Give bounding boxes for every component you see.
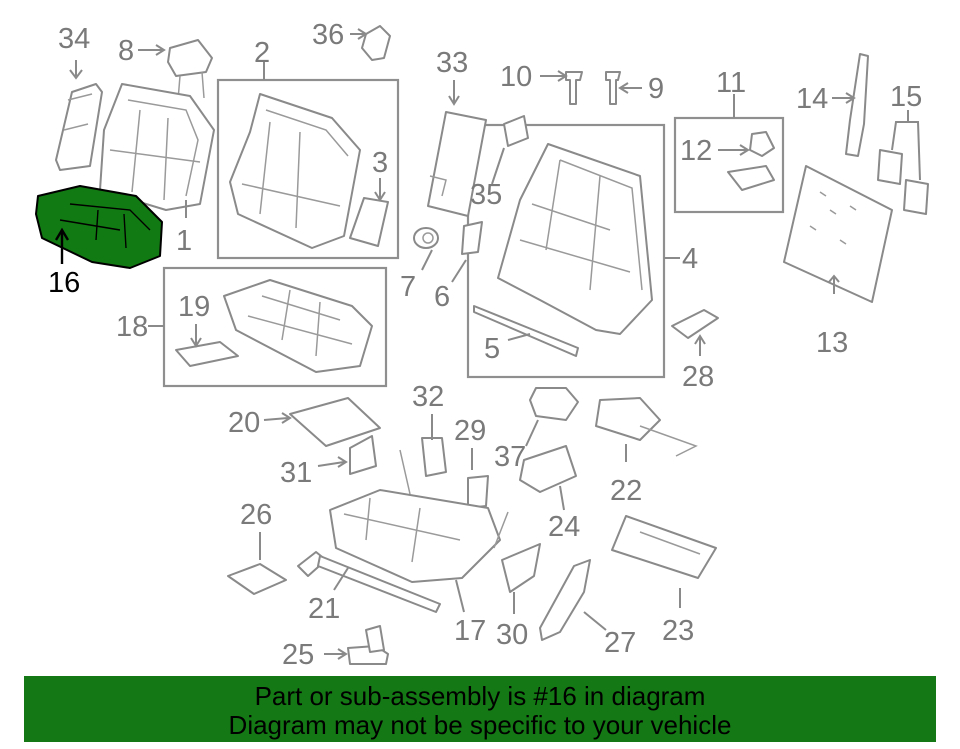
callout-18: 18	[116, 311, 148, 343]
part-2-trim-cover[interactable]	[229, 93, 361, 249]
part-26-bracket[interactable]	[227, 563, 287, 595]
part-20-sheet[interactable]	[289, 397, 381, 447]
callout-13: 13	[816, 327, 848, 359]
callout-5: 5	[484, 333, 500, 365]
callout-14: 14	[796, 83, 828, 115]
part-4-seat-frame[interactable]	[497, 143, 653, 335]
part-29-cap[interactable]	[467, 475, 489, 509]
callout-4: 4	[682, 243, 698, 275]
part-13-back-board[interactable]	[783, 165, 893, 303]
part-22-track[interactable]	[595, 397, 698, 457]
callout-22: 22	[610, 475, 642, 507]
part-25-block[interactable]	[347, 625, 389, 665]
callout-27: 27	[604, 627, 636, 659]
callout-25: 25	[282, 639, 314, 671]
part-17-lower-frame[interactable]	[329, 449, 509, 583]
part-12-bracket[interactable]	[749, 131, 775, 157]
part-37-block[interactable]	[529, 387, 579, 421]
callout-11: 11	[716, 67, 746, 99]
callout-16: 16	[48, 267, 80, 299]
callout-9: 9	[648, 73, 664, 105]
info-banner: Part or sub-assembly is #16 in diagram D…	[24, 676, 936, 742]
leader-lines	[54, 28, 921, 660]
part-28-trim[interactable]	[671, 309, 719, 339]
callout-20: 20	[228, 407, 260, 439]
part-31-bracket[interactable]	[349, 435, 377, 475]
part-7-knob[interactable]	[413, 227, 439, 249]
part-30-trim[interactable]	[501, 543, 541, 593]
part-21-rail[interactable]	[297, 551, 441, 613]
part-5-rod[interactable]	[473, 305, 579, 357]
callout-21: 21	[308, 593, 340, 625]
part-12-pad[interactable]	[727, 165, 775, 191]
callout-34: 34	[58, 23, 90, 55]
callout-6: 6	[434, 281, 450, 313]
callout-36: 36	[312, 19, 344, 51]
callout-10: 10	[500, 61, 532, 93]
part-15-cover-b[interactable]	[903, 179, 929, 215]
callout-8: 8	[118, 35, 134, 67]
part-32-cover[interactable]	[421, 437, 447, 477]
callout-37: 37	[494, 441, 526, 473]
part-34-back-panel[interactable]	[55, 83, 103, 171]
part-33-panel[interactable]	[427, 111, 487, 217]
part-1-seat-back[interactable]	[99, 83, 215, 211]
callout-28: 28	[682, 361, 714, 393]
callout-1: 1	[176, 225, 192, 257]
part-8-headrest[interactable]	[167, 39, 213, 101]
callout-7: 7	[400, 271, 416, 303]
callout-24: 24	[548, 511, 580, 543]
callout-33: 33	[436, 47, 468, 79]
banner-line-2: Diagram may not be specific to your vehi…	[228, 710, 732, 740]
callout-30: 30	[496, 619, 528, 651]
callout-2: 2	[254, 37, 270, 69]
part-9-bolt[interactable]	[605, 71, 621, 105]
callout-29: 29	[454, 415, 486, 447]
banner-line-1: Part or sub-assembly is #16 in diagram	[254, 681, 706, 711]
part-16-seat-cushion[interactable]	[35, 185, 163, 269]
part-19-pad[interactable]	[175, 341, 239, 367]
callout-31: 31	[280, 457, 312, 489]
group-box-2	[216, 78, 400, 260]
callout-19: 19	[178, 291, 210, 323]
group-box-11	[673, 116, 785, 214]
callout-17: 17	[454, 615, 486, 647]
callout-labels: 34 8 36 2 33 10 9 11 12 14 15 3 35 1 16 …	[48, 19, 922, 671]
part-6-latch[interactable]	[461, 221, 483, 255]
callout-23: 23	[662, 615, 694, 647]
part-27-panel[interactable]	[539, 559, 591, 641]
part-35-bracket[interactable]	[503, 115, 529, 147]
callout-32: 32	[412, 381, 444, 413]
part-15-cover-a[interactable]	[877, 149, 903, 185]
callout-3: 3	[372, 147, 388, 179]
part-18-cushion[interactable]	[223, 279, 373, 373]
part-24-shield[interactable]	[519, 445, 577, 493]
callout-26: 26	[240, 499, 272, 531]
part-3-pad[interactable]	[349, 197, 389, 247]
part-23-tray[interactable]	[611, 515, 717, 579]
callout-12: 12	[680, 135, 712, 167]
part-36-clip[interactable]	[361, 25, 391, 61]
part-14-strap[interactable]	[845, 53, 869, 157]
callout-35: 35	[470, 179, 502, 211]
callout-15: 15	[890, 81, 922, 113]
part-10-bolt[interactable]	[565, 71, 583, 105]
